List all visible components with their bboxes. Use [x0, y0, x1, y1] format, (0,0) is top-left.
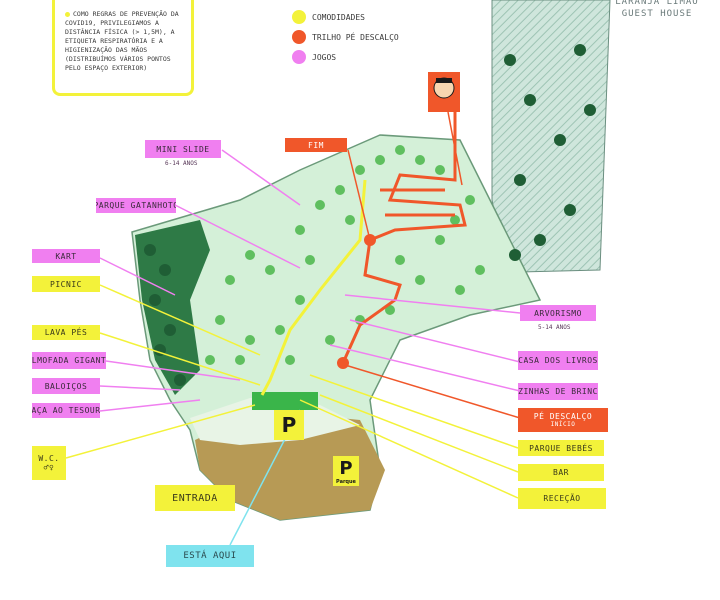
label-baloicos[interactable]: Baloiços — [32, 378, 100, 394]
label-casa-livros[interactable]: Casa dos Livros — [518, 351, 598, 370]
label-text: Picnic — [50, 279, 82, 289]
label-text: Casa dos Livros — [518, 356, 598, 365]
trees — [205, 145, 485, 365]
label-text: Lava Pés — [44, 328, 88, 337]
trail-start-marker — [337, 357, 349, 369]
parking-icon: P — [281, 413, 297, 437]
legend-label: Comodidades — [312, 12, 365, 22]
bullet-icon — [65, 11, 70, 17]
guest-house-area — [491, 0, 611, 273]
legend-label: Trilho Pé Descalço — [312, 32, 399, 42]
label-arvorismo[interactable]: Arvorismo — [520, 305, 596, 321]
label-text: Kart — [55, 251, 77, 261]
mini-slide-age: 6-14 anos — [165, 160, 198, 167]
label-text: Entrada — [172, 492, 218, 504]
label-rececao[interactable]: Receção — [518, 488, 606, 509]
label-text: W.C. — [38, 454, 60, 463]
leader-lines-yellow — [65, 284, 519, 499]
leader-line-orange-2 — [344, 364, 521, 419]
legend-item-trail: Trilho Pé Descalço — [292, 30, 399, 44]
restroom-icon: ♂♀ — [43, 463, 55, 472]
label-text: Baloiços — [44, 381, 88, 391]
label-text: Cozinhas de Brincar — [518, 387, 598, 396]
label-text: Arvorismo — [534, 308, 582, 318]
label-text: Bar — [553, 468, 569, 477]
covid-info-box: Como regras de prevenção da COVID19, pri… — [52, 0, 194, 96]
label-pe-descalco[interactable]: Pé DescalçoInício — [518, 408, 608, 432]
legend-item-games: Jogos — [292, 50, 336, 64]
covid-info-text: Como regras de prevenção da COVID19, pri… — [65, 10, 179, 72]
orange-dot-icon — [292, 30, 306, 44]
green-building — [252, 392, 318, 410]
label-parque-bebes[interactable]: Parque Bebés — [518, 440, 604, 456]
legend-label: Jogos — [312, 52, 337, 62]
label-esta-aqui[interactable]: Está Aqui — [166, 545, 254, 567]
label-text: Receção — [543, 494, 581, 503]
yellow-path — [260, 179, 367, 396]
label-wc[interactable]: W.C.♂♀ — [32, 446, 66, 480]
label-cozinhas[interactable]: Cozinhas de Brincar — [518, 383, 598, 400]
label-text: Fim — [308, 140, 324, 150]
arvorismo-age: 5-14 anos — [538, 324, 571, 331]
label-lava-pes[interactable]: Lava Pés — [32, 325, 100, 340]
label-caca-tesouro[interactable]: Caça ao Tesouro — [32, 403, 100, 418]
label-entrada[interactable]: Entrada — [155, 485, 235, 511]
parking-sign-1: P — [274, 410, 304, 440]
parking-subtext: Parque — [336, 478, 356, 485]
label-almofada-gigante[interactable]: Almofada Gigante — [32, 352, 106, 369]
label-text: Almofada Gigante — [32, 356, 106, 365]
leader-line-orange — [347, 149, 371, 241]
label-text: Parque Gatanhoto — [96, 201, 176, 210]
label-text: Está Aqui — [183, 551, 237, 561]
leader-lines-pink — [99, 149, 521, 412]
label-kart[interactable]: Kart — [32, 249, 100, 263]
label-text: Caça ao Tesouro — [32, 406, 100, 415]
label-fim[interactable]: Fim — [285, 138, 347, 152]
label-mini-slide[interactable]: Mini Slide — [145, 140, 221, 158]
parking-icon: P — [339, 457, 353, 479]
label-parque-gatanhoto[interactable]: Parque Gatanhoto — [96, 198, 176, 213]
guest-house-label: Laranja Limão Guest House — [615, 0, 699, 19]
label-text: Pé Descalço — [533, 412, 593, 421]
label-bar[interactable]: Bar — [518, 464, 604, 481]
label-picnic[interactable]: Picnic — [32, 276, 100, 292]
pink-dot-icon — [292, 50, 306, 64]
yellow-dot-icon — [292, 10, 306, 24]
legend-item-amenities: Comodidades — [292, 10, 365, 24]
label-text: Mini Slide — [156, 144, 210, 154]
label-subtext: Início — [550, 421, 576, 428]
label-text: Parque Bebés — [529, 443, 593, 453]
leader-line-avatar — [447, 111, 463, 186]
